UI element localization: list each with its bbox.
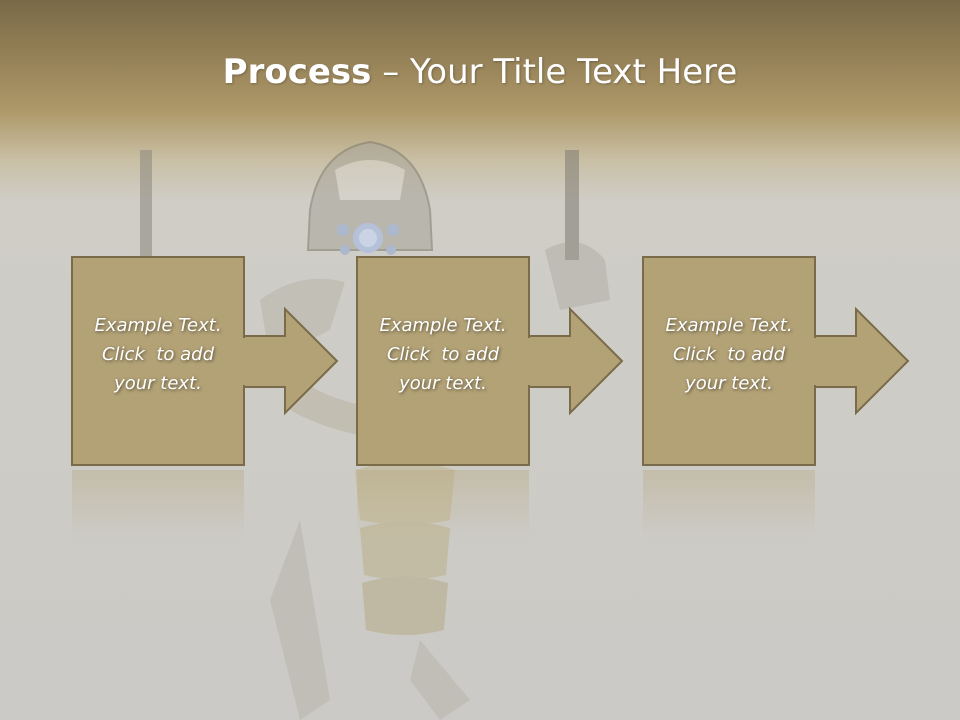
step-2-line2: Click to add [386,344,499,365]
step-1-line2: Click to add [101,344,214,365]
step-1-text[interactable]: Example Text. Click to add your text. [72,311,244,398]
step-2-shape[interactable] [356,256,624,466]
step-2-text[interactable]: Example Text. Click to add your text. [357,311,529,398]
step-3-line2: Click to add [672,344,785,365]
step-1-line3: your text. [114,373,202,394]
step-3-shape[interactable] [642,256,910,466]
step-2-line3: your text. [399,373,487,394]
slide-title[interactable]: Process – Your Title Text Here [0,52,960,92]
step-3-line3: your text. [685,373,773,394]
step-3-text[interactable]: Example Text. Click to add your text. [643,311,815,398]
reflections [72,470,815,540]
step-1-line1: Example Text. [94,315,222,336]
step-1-box[interactable] [71,256,245,466]
step-2-line1: Example Text. [379,315,507,336]
step-3-line1: Example Text. [665,315,793,336]
title-bold: Process [222,52,372,92]
title-rest: Your Title Text Here [410,52,738,92]
step-1-shape[interactable] [71,256,339,466]
step-3-box[interactable] [642,256,816,466]
step-2-box[interactable] [356,256,530,466]
title-dash: – [382,52,400,92]
